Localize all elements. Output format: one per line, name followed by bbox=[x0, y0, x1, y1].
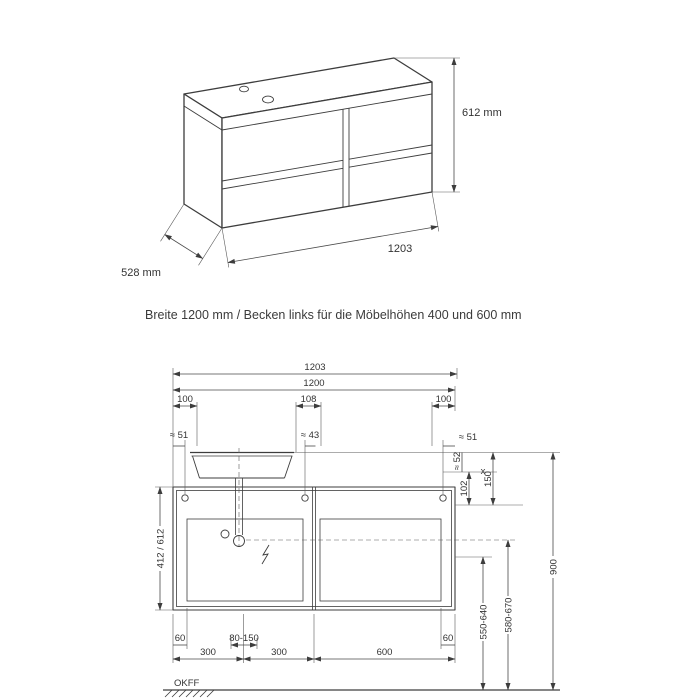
dim-total-height: 900 bbox=[549, 559, 560, 575]
front-view: 1203 1200 100 108 100 ≈ 51 ≈ 43 ≈ 51 bbox=[155, 362, 560, 698]
bottom-dimensions: 60 80-150 60 300 300 600 bbox=[172, 633, 456, 662]
dim-approx-left: ≈ 51 bbox=[170, 430, 188, 441]
cabinet-body bbox=[172, 486, 456, 611]
left-height-dimension: 412 / 612 bbox=[156, 486, 167, 611]
dim-approx-right: ≈ 51 bbox=[459, 432, 477, 443]
dim-drain-range: 550-640 bbox=[479, 605, 490, 640]
dim-bracket-150: 150 bbox=[483, 471, 494, 487]
hatch-zone-right bbox=[319, 518, 442, 602]
iso-cabinet-body bbox=[183, 57, 433, 229]
dim-body-width: 1200 bbox=[303, 378, 324, 389]
right-dimensions: ≈ 52 x 102 150 900 550-640 580-670 bbox=[452, 452, 560, 691]
mounting-brackets bbox=[181, 494, 447, 502]
dim-margin-right: 60 bbox=[443, 633, 454, 644]
dim-variable-x: x bbox=[481, 466, 486, 477]
iso-width-label: 1203 bbox=[388, 243, 412, 255]
iso-depth-dimension: 528 mm bbox=[121, 203, 223, 279]
dim-cabinet-height: 412 / 612 bbox=[156, 529, 167, 569]
drain-pipe bbox=[235, 478, 243, 535]
siphon-symbol bbox=[220, 529, 230, 539]
extension-lines bbox=[172, 368, 458, 663]
iso-height-label: 612 mm bbox=[462, 107, 502, 119]
reference-lines bbox=[155, 452, 560, 611]
top-dimensions: 1203 1200 100 108 100 ≈ 51 ≈ 43 ≈ 51 bbox=[170, 362, 477, 447]
dim-left-offset: 100 bbox=[177, 394, 193, 405]
dim-rim-gap: ≈ 52 bbox=[452, 452, 463, 470]
dim-overall-width: 1203 bbox=[304, 362, 325, 373]
iso-depth-label: 528 mm bbox=[121, 267, 161, 279]
iso-view: 612 mm 1203 528 mm bbox=[121, 57, 502, 279]
dim-approx-center: ≈ 43 bbox=[301, 430, 319, 441]
dim-siphon-range: 580-670 bbox=[504, 598, 515, 633]
iso-width-dimension: 1203 bbox=[221, 191, 440, 268]
faucet-holes bbox=[239, 85, 274, 104]
dim-drain-zone: 80-150 bbox=[229, 633, 259, 644]
floor-label: OKFF bbox=[174, 678, 200, 689]
iso-height-dimension: 612 mm bbox=[394, 57, 502, 193]
dim-section-b: 300 bbox=[271, 647, 287, 658]
dim-center-offset: 108 bbox=[301, 394, 317, 405]
dim-section-a: 300 bbox=[200, 647, 216, 658]
drawing-caption: Breite 1200 mm / Becken links für die Mö… bbox=[145, 308, 522, 322]
drain-connection-symbol bbox=[233, 535, 245, 547]
dim-section-c: 600 bbox=[377, 647, 393, 658]
hatch-zone-left bbox=[186, 518, 304, 602]
electrical-connection-symbol bbox=[261, 544, 270, 565]
washbasin bbox=[190, 448, 294, 565]
floor-line: OKFF bbox=[163, 678, 560, 698]
dim-spacing-102: 102 bbox=[459, 481, 470, 497]
dim-margin-left: 60 bbox=[175, 633, 186, 644]
dim-right-offset: 100 bbox=[436, 394, 452, 405]
